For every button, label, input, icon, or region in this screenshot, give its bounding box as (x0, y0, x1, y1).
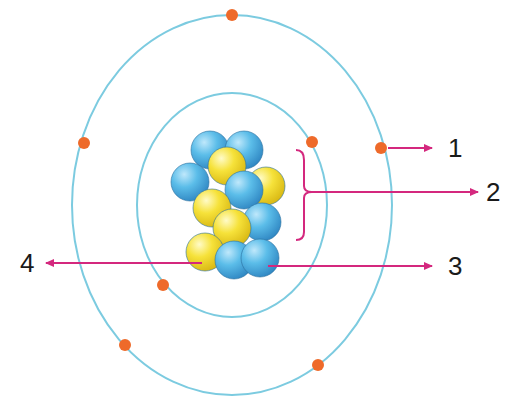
outer-orbit (72, 15, 392, 395)
nucleus (171, 131, 285, 279)
electrons (78, 9, 387, 371)
callout-number: 1 (448, 135, 462, 161)
callout-number: 3 (448, 253, 462, 279)
inner-orbit (137, 93, 327, 317)
callout-number: 2 (486, 179, 500, 205)
leader-lines (46, 148, 478, 266)
callout-number: 4 (20, 250, 34, 276)
